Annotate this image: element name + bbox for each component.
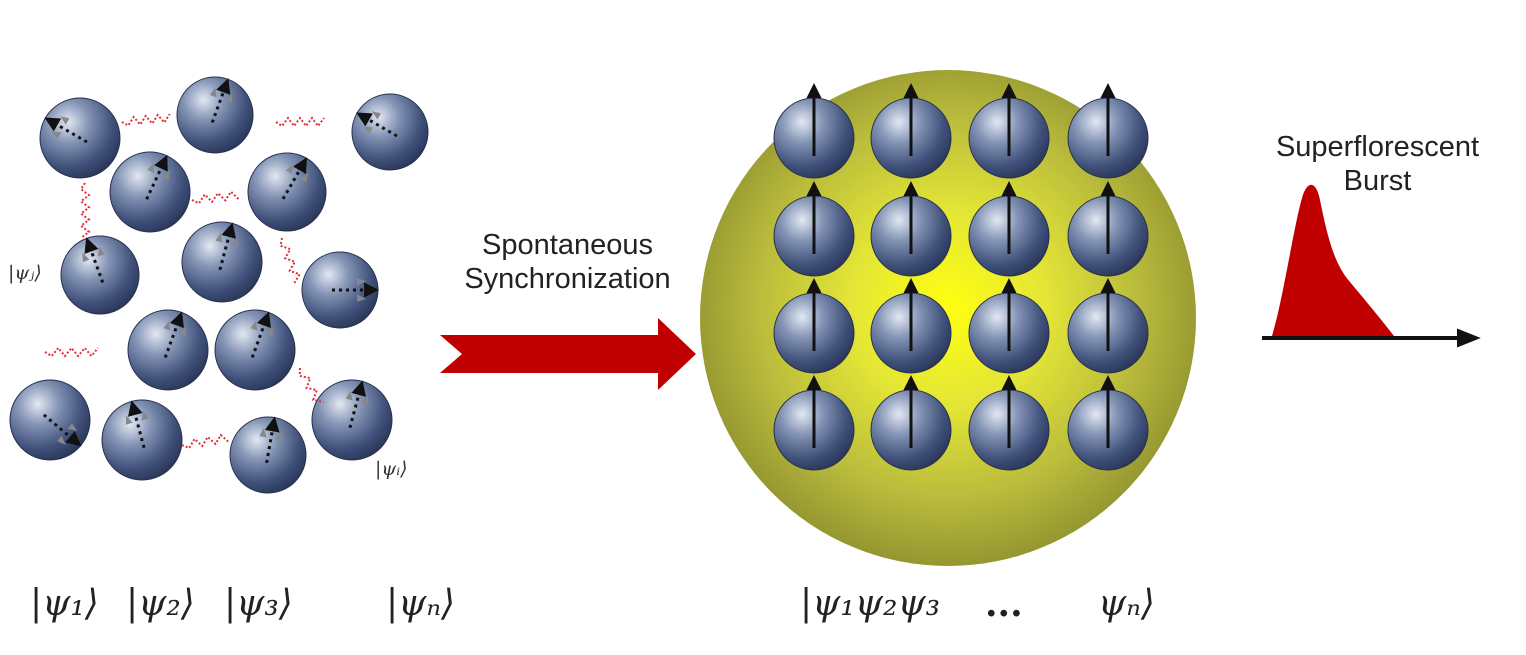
synchronized-emitter — [968, 83, 1050, 179]
precession-marker — [259, 427, 267, 438]
precession-marker — [162, 170, 170, 180]
precession-marker — [231, 237, 239, 247]
emitter-sphere — [311, 379, 393, 461]
ket-psi-3: |ψ₃⟩ — [224, 583, 293, 624]
coupling-wave — [79, 182, 91, 239]
collective-ket-start: |ψ₁ψ₂ψ₃ — [800, 583, 941, 624]
collective-ket-end: ψₙ⟩ — [1098, 583, 1155, 624]
coupling-wave — [191, 190, 240, 205]
burst-label-line2: Burst — [1343, 165, 1412, 197]
emitter-sphere — [176, 76, 254, 154]
precession-marker — [265, 326, 274, 337]
arrow-label-line1: Spontaneous — [482, 229, 653, 261]
coupling-wave — [279, 237, 301, 284]
emitter-sphere — [301, 251, 380, 329]
precession-marker — [215, 232, 223, 243]
burst-label: Superflorescent Burst — [1250, 130, 1505, 198]
dipole-arrow — [250, 311, 271, 359]
synchronized-ensemble — [773, 83, 1149, 471]
precession-marker — [147, 162, 154, 173]
dipole-arrow — [356, 112, 398, 138]
precession-marker — [299, 173, 309, 183]
coupling-wave — [275, 116, 325, 128]
arrow-label-line2: Synchronization — [464, 263, 671, 295]
emitter-sphere — [9, 379, 91, 461]
synchronized-emitter — [870, 278, 952, 374]
emitter-sphere — [181, 221, 263, 303]
precession-marker — [225, 93, 233, 103]
burst-pulse — [1272, 184, 1394, 336]
emitter-sphere — [39, 97, 121, 179]
emitter-sphere — [60, 235, 140, 315]
arrow-label: Spontaneous Synchronization — [440, 228, 695, 296]
synchronized-emitter — [773, 181, 855, 277]
precession-marker — [371, 111, 382, 120]
precession-marker — [362, 126, 373, 134]
synchronized-emitter — [968, 278, 1050, 374]
synchronized-emitter — [870, 181, 952, 277]
dipole-arrow — [348, 380, 366, 429]
coupling-wave — [298, 367, 324, 404]
dipole-arrow — [128, 400, 146, 449]
synchronized-emitter — [773, 278, 855, 374]
state-label-j: |ψⱼ⟩ — [8, 262, 42, 284]
precession-marker — [57, 435, 66, 445]
synchronized-emitter — [1067, 375, 1149, 471]
emitter-sphere — [214, 309, 296, 391]
precession-marker — [82, 252, 90, 263]
dipole-arrow — [145, 154, 168, 200]
emitter-sphere — [229, 416, 307, 494]
synchronized-emitter — [1067, 83, 1149, 179]
precession-marker — [275, 430, 283, 441]
synchronized-emitter — [968, 375, 1050, 471]
emitter-sphere — [109, 151, 191, 233]
dipole-arrow — [44, 117, 88, 144]
synchronized-emitter — [1067, 181, 1149, 277]
synchronized-emitter — [870, 83, 952, 179]
precession-marker — [361, 395, 369, 405]
synchronized-emitter — [1067, 278, 1149, 374]
precession-marker — [51, 131, 62, 139]
dipole-arrow — [210, 78, 231, 124]
synchronization-arrow — [440, 318, 696, 390]
synchronized-emitter — [870, 375, 952, 471]
dipole-arrow — [218, 222, 236, 271]
ket-psi-n: |ψₙ⟩ — [386, 583, 455, 624]
emitter-sphere — [127, 309, 209, 391]
ket-psi-2: |ψ₂⟩ — [126, 583, 195, 624]
burst-label-line1: Superflorescent — [1275, 131, 1480, 163]
precession-marker — [125, 415, 133, 425]
dipole-arrow — [163, 311, 184, 359]
emitter-sphere — [247, 152, 327, 232]
precession-marker — [345, 390, 353, 401]
dipole-arrow — [84, 237, 105, 284]
precession-marker — [163, 320, 171, 331]
precession-marker — [98, 246, 105, 257]
precession-marker — [67, 423, 78, 432]
collective-ket-ellipsis: ... — [985, 583, 1023, 625]
dipole-arrow — [42, 413, 82, 447]
precession-marker — [141, 410, 149, 421]
precession-marker — [357, 278, 367, 286]
precession-marker — [250, 320, 258, 331]
synchronized-emitter — [968, 181, 1050, 277]
dipole-arrow — [281, 157, 308, 200]
coupling-wave — [121, 113, 171, 127]
random-ensemble — [9, 76, 429, 494]
coupling-wave — [181, 433, 230, 450]
dipole-arrow — [264, 416, 280, 464]
state-label-i: |ψᵢ⟩ — [375, 458, 408, 480]
precession-marker — [60, 116, 70, 125]
precession-marker — [178, 326, 187, 337]
coupling-wave — [44, 346, 99, 358]
emitter-sphere — [351, 93, 429, 171]
synchronized-emitter — [773, 375, 855, 471]
precession-marker — [209, 87, 217, 98]
emitter-sphere — [101, 399, 183, 481]
precession-marker — [357, 294, 367, 302]
precession-marker — [285, 164, 293, 175]
ket-psi-1: |ψ₁⟩ — [30, 583, 99, 624]
synchronized-emitter — [773, 83, 855, 179]
